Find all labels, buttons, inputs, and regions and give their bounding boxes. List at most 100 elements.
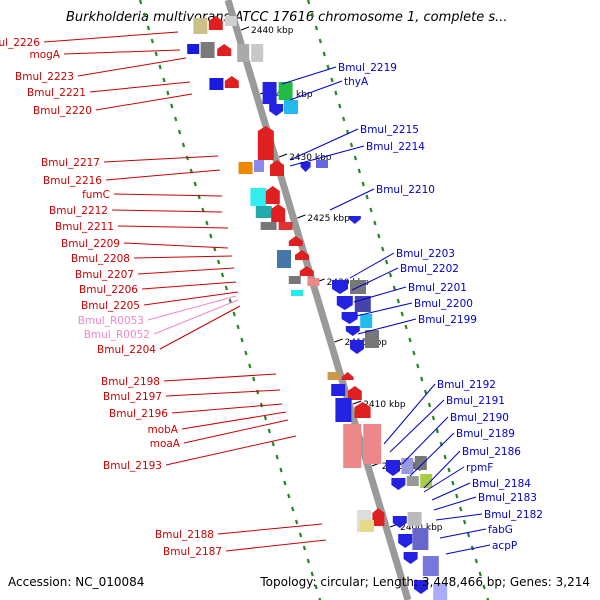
- gene-label-right[interactable]: thyA: [344, 76, 369, 88]
- gene-label-left[interactable]: Bmul_R0053: [78, 315, 144, 327]
- gene-arrow-reverse[interactable]: [341, 312, 358, 324]
- gene-label-left[interactable]: Bmul_2207: [75, 269, 134, 281]
- gene-block[interactable]: [291, 290, 303, 296]
- gene-arrow-reverse[interactable]: [300, 162, 311, 172]
- gene-arrow-reverse[interactable]: [350, 340, 364, 354]
- gene-arrow-forward[interactable]: [299, 266, 314, 276]
- gene-block[interactable]: [278, 82, 293, 100]
- gene-block[interactable]: [363, 424, 382, 464]
- gene-label-right[interactable]: Bmul_2203: [396, 248, 455, 260]
- gene-label-right[interactable]: Bmul_2199: [418, 314, 477, 326]
- gene-arrow-forward[interactable]: [257, 126, 274, 160]
- gene-block[interactable]: [277, 250, 291, 268]
- gene-block[interactable]: [331, 384, 346, 396]
- gene-label-right[interactable]: acpP: [492, 540, 517, 552]
- gene-block[interactable]: [365, 330, 379, 348]
- gene-arrow-forward[interactable]: [288, 236, 303, 246]
- gene-label-left[interactable]: fumC: [82, 189, 110, 201]
- gene-label-right[interactable]: Bmul_2190: [450, 412, 509, 424]
- gene-arrow-forward[interactable]: [354, 402, 371, 418]
- gene-label-right[interactable]: Bmul_2183: [478, 492, 537, 504]
- gene-label-left[interactable]: moaA: [150, 438, 181, 450]
- gene-label-right[interactable]: Bmul_2192: [437, 379, 496, 391]
- gene-block[interactable]: [360, 520, 374, 532]
- gene-block[interactable]: [250, 188, 267, 206]
- gene-label-right[interactable]: Bmul_2201: [408, 282, 467, 294]
- gene-block[interactable]: [407, 512, 422, 526]
- gene-label-left[interactable]: Bmul_2188: [155, 529, 214, 541]
- gene-label-left[interactable]: Bmul_2206: [79, 284, 138, 296]
- gene-arrow-forward[interactable]: [341, 372, 354, 380]
- gene-label-right[interactable]: Bmul_2219: [338, 62, 397, 74]
- gene-block[interactable]: [284, 100, 298, 114]
- gene-label-left[interactable]: Bmul_2217: [41, 157, 100, 169]
- gene-label-left[interactable]: Bmul_2208: [71, 253, 130, 265]
- gene-block[interactable]: [327, 372, 340, 380]
- gene-label-left[interactable]: Bmul_2212: [49, 205, 108, 217]
- gene-label-left[interactable]: Bmul_2220: [33, 105, 92, 117]
- gene-arrow-forward[interactable]: [265, 186, 280, 204]
- gene-arrow-forward[interactable]: [217, 44, 232, 56]
- gene-arrow-reverse[interactable]: [269, 104, 284, 116]
- gene-label-right[interactable]: Bmul_2186: [462, 446, 521, 458]
- gene-label-left[interactable]: Bmul_2187: [163, 546, 222, 558]
- gene-block[interactable]: [187, 44, 200, 54]
- gene-label-right[interactable]: Bmul_2215: [360, 124, 419, 136]
- gene-arrow-reverse[interactable]: [391, 478, 406, 490]
- gene-block[interactable]: [414, 456, 427, 470]
- gene-label-right[interactable]: rpmF: [466, 462, 493, 474]
- gene-block[interactable]: [278, 222, 293, 230]
- gene-block[interactable]: [200, 42, 215, 58]
- gene-block[interactable]: [412, 528, 429, 550]
- gene-block[interactable]: [307, 278, 320, 286]
- gene-arrow-reverse[interactable]: [336, 296, 353, 310]
- gene-block[interactable]: [237, 44, 250, 62]
- gene-label-left[interactable]: Bmul_2223: [15, 71, 74, 83]
- gene-label-left[interactable]: mogA: [29, 49, 60, 61]
- gene-arrow-forward[interactable]: [295, 250, 309, 260]
- gene-arrow-reverse[interactable]: [348, 216, 361, 224]
- gene-arrow-forward[interactable]: [270, 160, 284, 176]
- gene-label-left[interactable]: Bmul_2211: [55, 221, 114, 233]
- gene-block[interactable]: [193, 18, 208, 34]
- gene-block[interactable]: [406, 476, 419, 486]
- gene-label-left[interactable]: Bmul_2226: [0, 37, 40, 49]
- gene-label-right[interactable]: Bmul_2202: [400, 263, 459, 275]
- gene-block[interactable]: [288, 276, 301, 284]
- gene-arrow-reverse[interactable]: [414, 580, 428, 594]
- gene-arrow-forward[interactable]: [208, 16, 223, 30]
- gene-block[interactable]: [238, 162, 253, 174]
- gene-label-left[interactable]: mobA: [147, 424, 178, 436]
- gene-arrow-forward[interactable]: [347, 386, 362, 400]
- gene-block[interactable]: [260, 222, 277, 230]
- gene-block[interactable]: [422, 556, 439, 576]
- gene-block[interactable]: [354, 296, 371, 312]
- gene-label-right[interactable]: Bmul_2214: [366, 141, 425, 153]
- gene-label-left[interactable]: Bmul_2216: [43, 175, 102, 187]
- gene-block[interactable]: [251, 44, 264, 62]
- gene-block[interactable]: [360, 314, 373, 328]
- gene-label-left[interactable]: Bmul_2209: [61, 238, 120, 250]
- gene-block[interactable]: [262, 82, 277, 104]
- gene-label-left[interactable]: Bmul_2221: [27, 87, 86, 99]
- gene-label-left[interactable]: Bmul_2205: [81, 300, 140, 312]
- gene-label-right[interactable]: Bmul_2191: [446, 395, 505, 407]
- gene-arrow-forward[interactable]: [372, 508, 385, 526]
- gene-block[interactable]: [335, 398, 352, 422]
- gene-label-left[interactable]: Bmul_2193: [103, 460, 162, 472]
- gene-label-right[interactable]: Bmul_2182: [484, 509, 543, 521]
- gene-arrow-reverse[interactable]: [332, 280, 348, 294]
- gene-arrow-reverse[interactable]: [386, 460, 400, 476]
- gene-arrow-forward[interactable]: [271, 204, 286, 222]
- gene-arrow-reverse[interactable]: [392, 516, 407, 528]
- gene-label-left[interactable]: Bmul_2204: [97, 344, 156, 356]
- gene-block[interactable]: [420, 474, 433, 488]
- gene-arrow-reverse[interactable]: [403, 552, 418, 564]
- gene-label-right[interactable]: Bmul_2184: [472, 478, 531, 490]
- gene-label-right[interactable]: Bmul_2200: [414, 298, 473, 310]
- gene-block[interactable]: [209, 78, 224, 90]
- gene-block[interactable]: [343, 424, 362, 468]
- gene-arrow-reverse[interactable]: [345, 326, 360, 336]
- gene-label-right[interactable]: fabG: [488, 524, 513, 536]
- gene-block[interactable]: [401, 458, 414, 474]
